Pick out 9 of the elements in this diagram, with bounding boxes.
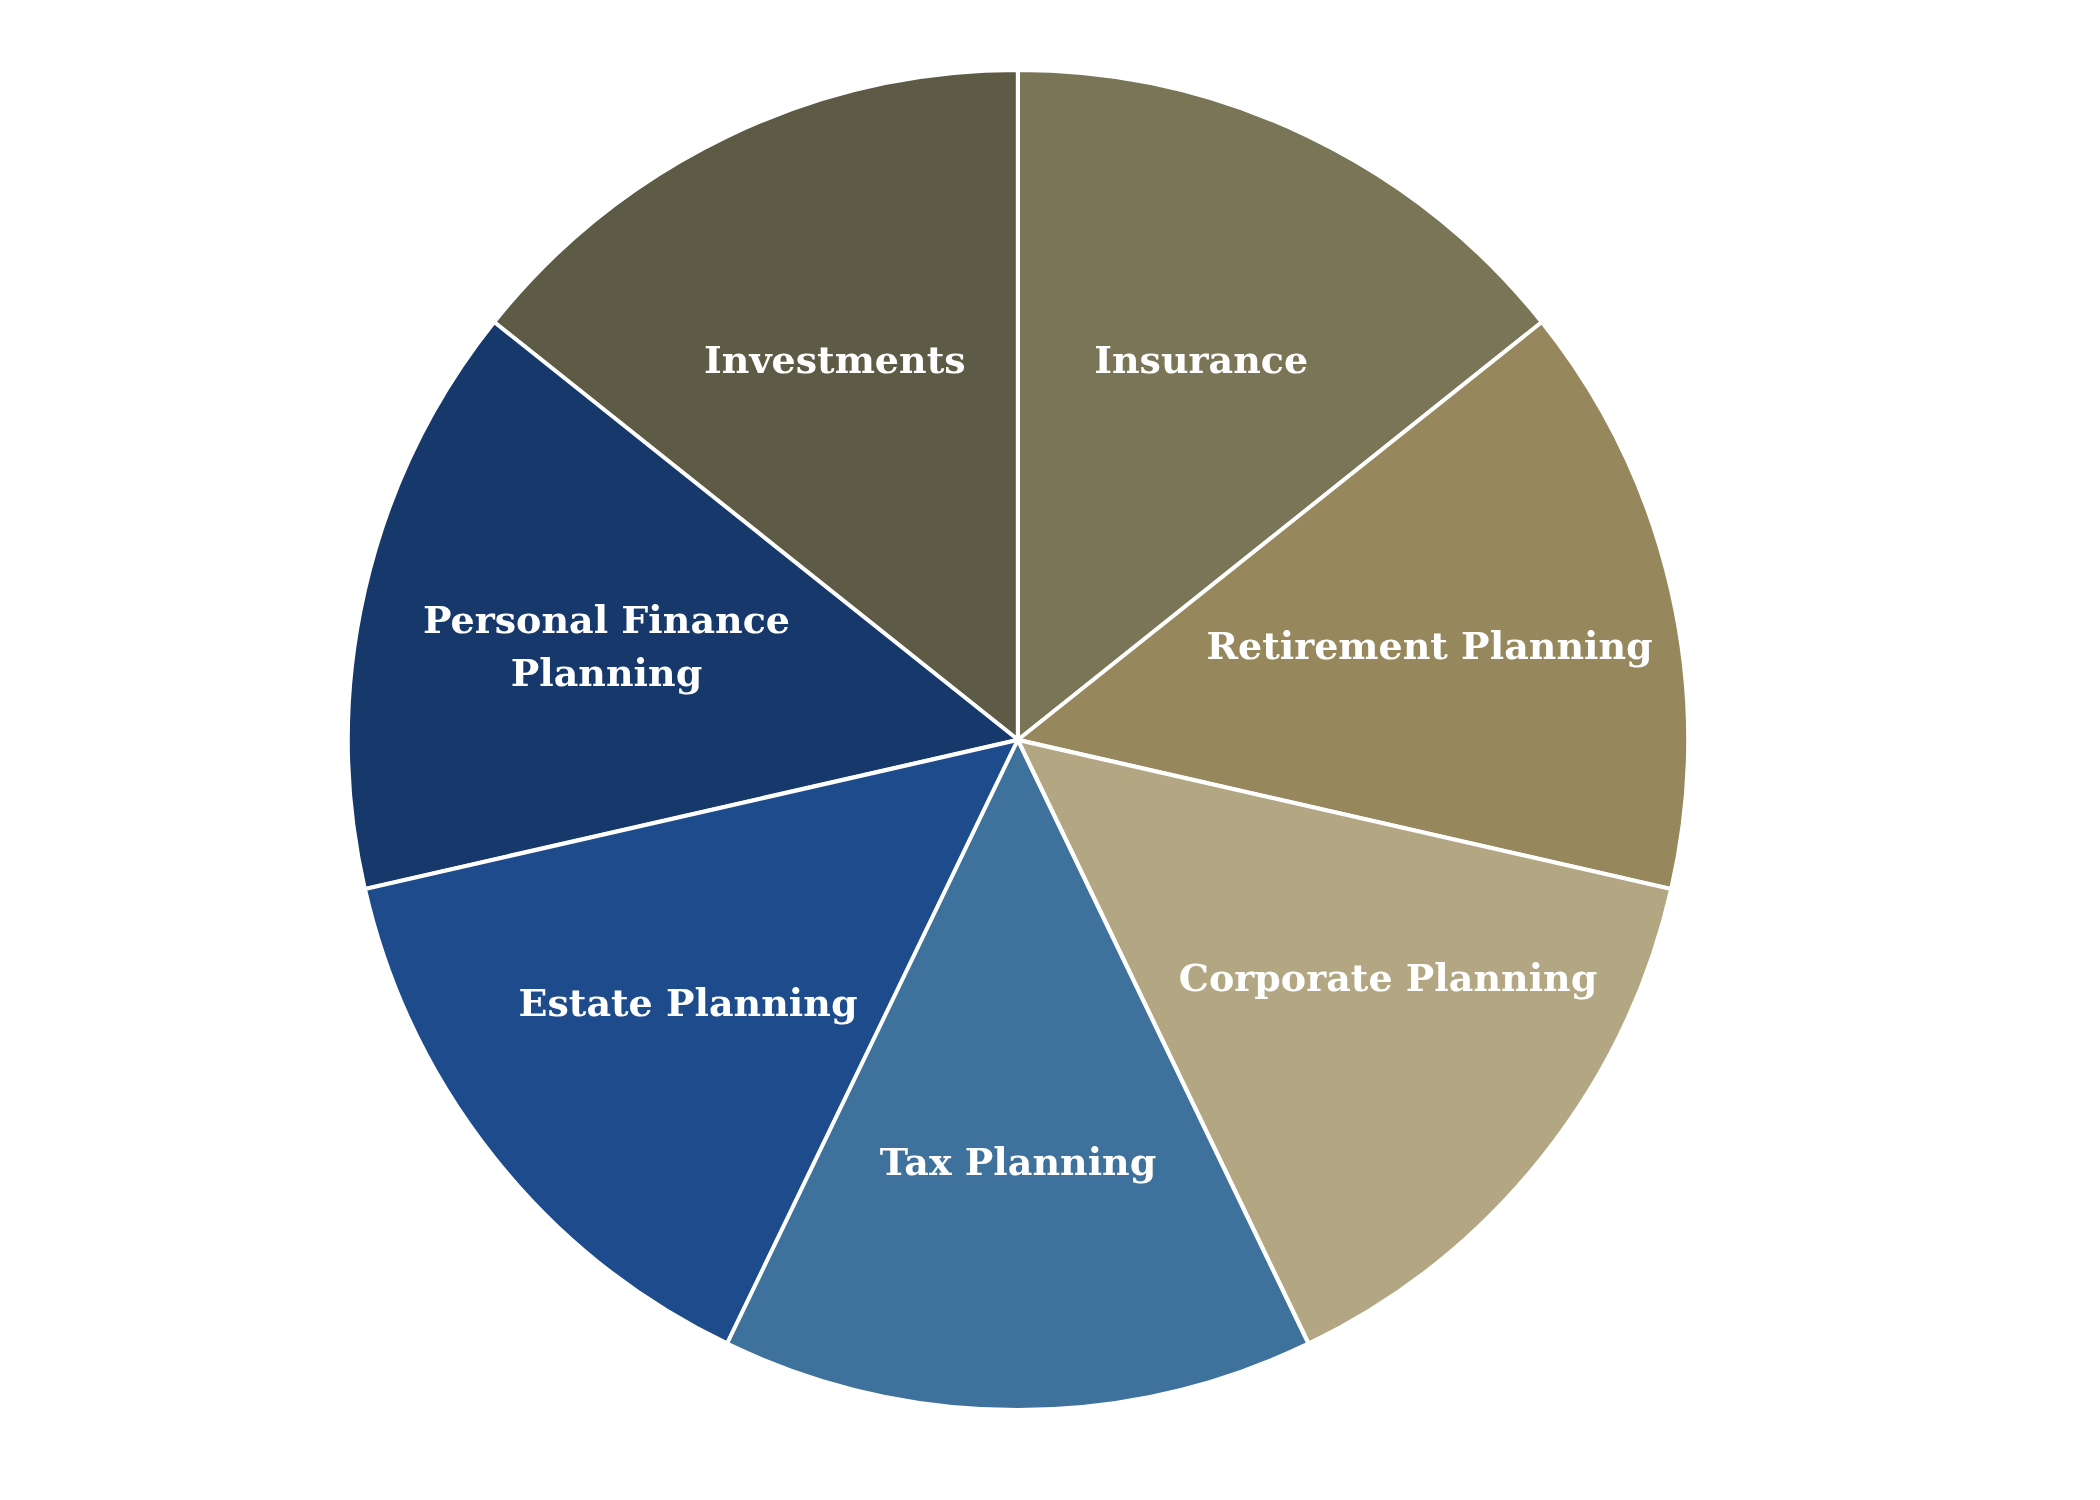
slice-label: Retirement Planning — [1206, 622, 1653, 671]
slice-label: Tax Planning — [879, 1138, 1157, 1187]
slice-label: Investments — [704, 336, 966, 385]
pie-slice — [348, 322, 1018, 890]
slice-label: Personal Finance Planning — [421, 595, 791, 698]
slice-label: Corporate Planning — [1178, 954, 1598, 1003]
slice-label: Insurance — [1094, 336, 1309, 385]
slice-label: Estate Planning — [518, 979, 858, 1028]
pie-slice — [1018, 322, 1688, 890]
